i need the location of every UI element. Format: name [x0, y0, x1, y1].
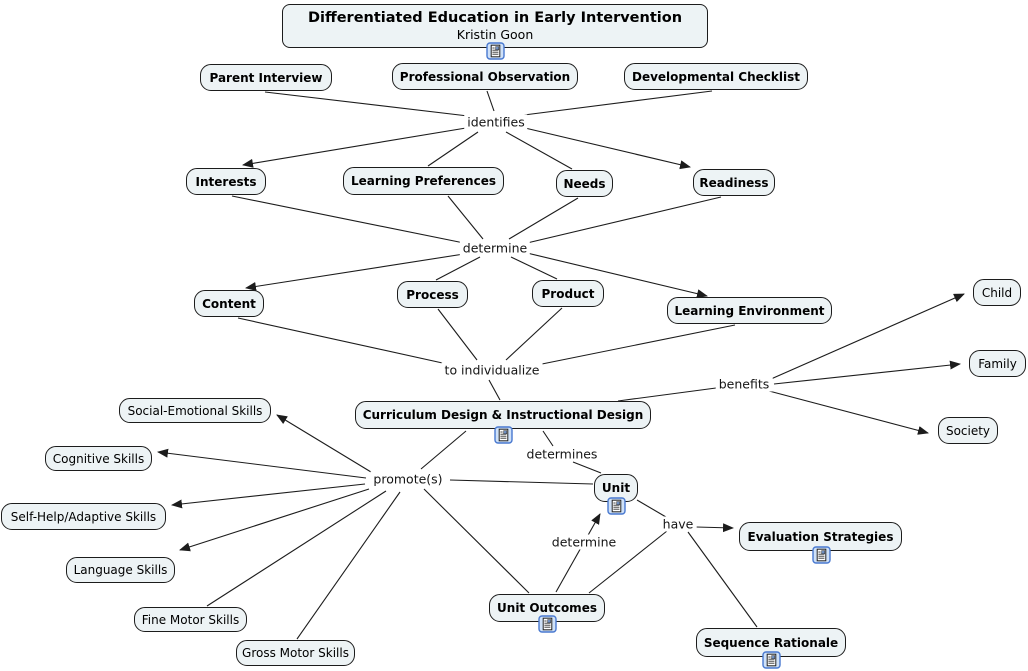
map-title-text: Differentiated Education in Early Interv…	[307, 10, 683, 27]
concept-label: Cognitive Skills	[52, 451, 145, 466]
concept-label: Professional Observation	[399, 69, 571, 84]
concept-label: Child	[981, 285, 1013, 300]
concept-learning-environment[interactable]: Learning Environment	[667, 297, 832, 324]
linking-phrase-have[interactable]: have	[659, 516, 697, 532]
concept-developmental-checklist[interactable]: Developmental Checklist	[624, 63, 808, 90]
linking-phrase-determines[interactable]: determines	[523, 446, 601, 462]
concept-label: Evaluation Strategies	[747, 529, 894, 544]
concept-readiness[interactable]: Readiness	[693, 169, 775, 196]
concept-title[interactable]: Differentiated Education in Early Interv…	[282, 4, 708, 48]
concept-evaluation-strategies[interactable]: Evaluation Strategies	[739, 522, 902, 551]
map-author-text: Kristin Goon	[456, 27, 534, 43]
concept-learning-preferences[interactable]: Learning Preferences	[343, 167, 504, 195]
concept-interests[interactable]: Interests	[186, 168, 266, 195]
linking-phrase-to-individualize[interactable]: to individualize	[441, 362, 543, 378]
concept-fine-motor-skills[interactable]: Fine Motor Skills	[134, 607, 247, 632]
concept-label: Learning Environment	[674, 303, 825, 318]
concept-label: Product	[541, 286, 595, 301]
concept-label: Readiness	[699, 175, 769, 190]
resource-icon[interactable]	[812, 546, 831, 564]
resource-icon[interactable]	[607, 497, 626, 515]
concept-social-emotional-skills[interactable]: Social-Emotional Skills	[119, 398, 271, 423]
concept-label: Needs	[563, 176, 606, 191]
linking-phrase-determine-bottom[interactable]: determine	[548, 534, 620, 550]
resource-icon[interactable]	[762, 651, 781, 669]
concept-product[interactable]: Product	[532, 280, 604, 307]
linking-phrase-determine-top[interactable]: determine	[459, 240, 531, 256]
concept-label: Unit Outcomes	[497, 601, 597, 615]
concept-label: Family	[978, 356, 1017, 371]
concept-professional-observation[interactable]: Professional Observation	[392, 63, 578, 90]
resource-icon[interactable]	[486, 42, 505, 60]
concept-label: Developmental Checklist	[631, 69, 800, 84]
concept-sequence-rationale[interactable]: Sequence Rationale	[696, 628, 846, 657]
concept-cognitive-skills[interactable]: Cognitive Skills	[45, 446, 152, 471]
resource-icon[interactable]	[494, 426, 513, 444]
concept-child[interactable]: Child	[973, 279, 1021, 306]
concept-self-help-adaptive-skills[interactable]: Self-Help/Adaptive Skills	[1, 503, 166, 530]
concept-curriculum-design[interactable]: Curriculum Design & Instructional Design	[355, 401, 651, 429]
concept-label: Process	[406, 287, 459, 302]
linking-phrase-promotes[interactable]: promote(s)	[370, 471, 446, 487]
concept-gross-motor-skills[interactable]: Gross Motor Skills	[236, 640, 355, 666]
concept-process[interactable]: Process	[397, 281, 468, 308]
concept-label: Gross Motor Skills	[242, 646, 349, 660]
concept-label: Curriculum Design & Instructional Design	[362, 408, 644, 422]
concept-parent-interview[interactable]: Parent Interview	[200, 64, 332, 91]
concept-needs[interactable]: Needs	[556, 170, 613, 197]
concept-unit-outcomes[interactable]: Unit Outcomes	[489, 594, 605, 622]
concept-label: Society	[945, 423, 991, 438]
concept-label: Learning Preferences	[351, 174, 496, 188]
concept-label: Content	[202, 296, 256, 311]
concept-label: Unit	[601, 481, 631, 495]
concept-content[interactable]: Content	[194, 290, 264, 317]
resource-icon[interactable]	[538, 615, 557, 633]
concept-society[interactable]: Society	[938, 417, 998, 444]
concept-label: Social-Emotional Skills	[127, 403, 263, 418]
concept-label: Sequence Rationale	[703, 635, 839, 650]
concept-label: Language Skills	[73, 563, 168, 577]
concept-label: Interests	[195, 174, 257, 189]
concept-label: Self-Help/Adaptive Skills	[10, 509, 157, 524]
linking-phrase-identifies[interactable]: identifies	[464, 114, 528, 130]
concept-family[interactable]: Family	[969, 350, 1026, 377]
concept-label: Parent Interview	[209, 70, 323, 85]
concept-language-skills[interactable]: Language Skills	[66, 557, 175, 583]
linking-phrase-benefits[interactable]: benefits	[715, 376, 773, 392]
concept-label: Fine Motor Skills	[141, 612, 240, 627]
